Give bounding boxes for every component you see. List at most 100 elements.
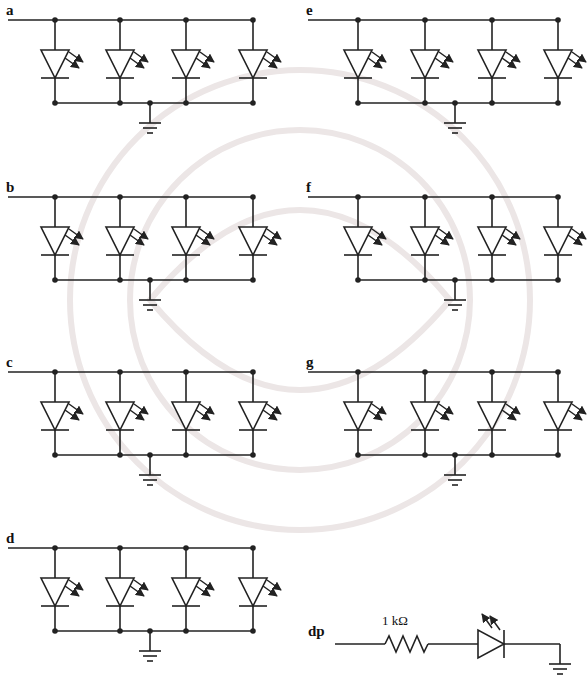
watermark-logo [70,70,530,530]
light-arrow [435,235,449,245]
led-symbol [344,402,372,430]
light-arrow [263,410,277,420]
wire [252,606,254,631]
junction-dot [117,545,123,551]
ground-symbol [557,673,563,675]
wire [119,197,121,227]
wire [357,20,359,50]
light-arrow [263,586,277,596]
wire [55,279,253,281]
ground-wire [149,631,151,651]
led-symbol [172,227,200,255]
junction-dot [250,17,256,23]
light-arrow [502,235,516,245]
light-arrow [130,586,144,596]
light-arrow [502,58,516,68]
ground-symbol [147,484,153,486]
junction-dot [422,277,428,283]
light-arrow [200,404,214,414]
led-symbol [411,50,439,78]
wire [119,78,121,103]
led-cathode-bar [239,77,267,79]
junction-dot [355,194,361,200]
segment-label: b [6,180,14,195]
ground-symbol [553,668,567,670]
light-arrow [65,410,79,420]
light-arrow [196,235,210,245]
wire [557,20,559,50]
light-arrow [267,229,281,239]
wire [8,19,253,21]
led-symbol [106,227,134,255]
segment-label: c [6,355,13,370]
junction-dot [489,277,495,283]
wire [54,606,56,631]
wire [119,20,121,50]
ground-wire [454,280,456,300]
junction-dot [555,452,561,458]
light-arrow [572,404,586,414]
component-value: 1 kΩ [382,614,408,627]
ground-symbol [143,304,157,306]
wire [358,279,558,281]
light-arrow [263,235,277,245]
wire [557,255,559,280]
junction-dot [250,194,256,200]
junction-dot [117,194,123,200]
wire [491,20,493,50]
wire [185,255,187,280]
ground-symbol [139,122,161,124]
ground-symbol [444,474,466,476]
ground-wire [149,280,151,300]
junction-dot [355,277,361,283]
light-arrow [368,235,382,245]
wire [357,430,359,455]
led-cathode-bar [172,605,200,607]
ground-symbol [444,122,466,124]
light-arrow [267,52,281,62]
light-arrow [267,580,281,590]
led-cathode-bar [41,77,69,79]
led-symbol [106,578,134,606]
led-symbol [411,227,439,255]
junction-dot [52,100,58,106]
wire [8,196,253,198]
wire [119,430,121,455]
ground-wire [454,103,456,123]
junction-dot [183,369,189,375]
led-symbol [544,402,572,430]
junction-dot [555,194,561,200]
led-symbol [172,578,200,606]
wire [54,372,56,402]
ground-symbol [139,650,161,652]
resistor-symbol [385,636,428,652]
wire [185,78,187,103]
led-symbol [344,50,372,78]
led-symbol [544,50,572,78]
segment-label: g [306,355,314,370]
junction-dot [250,277,256,283]
ground-symbol [147,660,153,662]
junction-dot [117,628,123,634]
segment-label: dp [308,624,325,639]
light-arrow [435,58,449,68]
wire [54,20,56,50]
light-arrow [568,235,582,245]
light-arrow [572,52,586,62]
light-arrow [502,410,516,420]
light-arrow [368,58,382,68]
light-arrow [200,580,214,590]
led-cathode-bar [411,77,439,79]
led-cathode-bar [544,77,572,79]
led-symbol [478,402,506,430]
light-arrow [506,229,520,239]
wire [358,454,558,456]
junction-dot [555,100,561,106]
wire [185,20,187,50]
wire [357,255,359,280]
light-arrow [372,52,386,62]
wire [252,20,254,50]
light-arrow [439,229,453,239]
